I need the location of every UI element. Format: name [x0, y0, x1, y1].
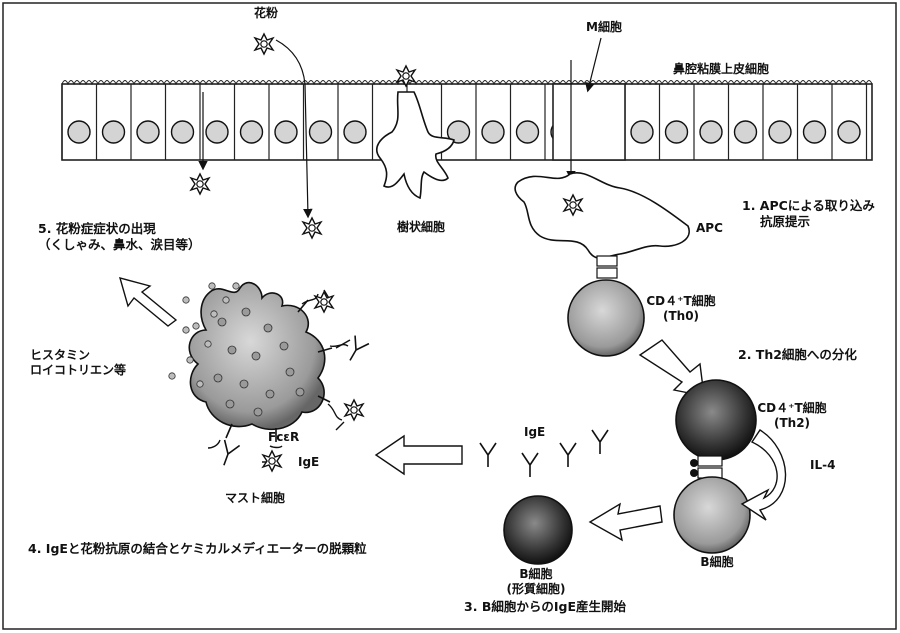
- b-cell: [674, 477, 750, 553]
- nucleus: [137, 121, 159, 143]
- mediators-label: ヒスタミン ロイコトリエン等: [30, 348, 126, 378]
- pollen-icon: [255, 34, 273, 54]
- nucleus: [700, 121, 722, 143]
- nucleus: [517, 121, 539, 143]
- ige-antibody-icon: [592, 430, 608, 454]
- arrow-b-to-plasma: [590, 504, 662, 540]
- step-1: 1. APCによる取り込み 抗原提示: [742, 198, 875, 229]
- apc-label: APC: [696, 221, 723, 236]
- arrow-to-symptoms: [120, 278, 176, 326]
- nucleus: [769, 121, 791, 143]
- ige-antibody-icon: [480, 443, 496, 467]
- nucleus: [631, 121, 653, 143]
- plasma-cell: [504, 496, 572, 564]
- th2-label-line2: (Th2): [757, 416, 826, 431]
- nucleus: [838, 121, 860, 143]
- nucleus: [103, 121, 125, 143]
- step-1-line2: 抗原提示: [742, 214, 875, 230]
- mast-cell-label: マスト細胞: [225, 491, 285, 506]
- arrow-ige-to-mast: [376, 436, 462, 474]
- fcer-label: FcεR: [268, 430, 299, 445]
- step-5: 5. 花粉症症状の出現 （くしゃみ、鼻水、涙目等）: [38, 221, 201, 252]
- m-cell-label: M細胞: [586, 20, 622, 35]
- th2-cell: [676, 380, 756, 460]
- b-cell-label: B細胞: [700, 555, 733, 570]
- step-3: 3. B細胞からのIgE産生開始: [464, 599, 626, 615]
- m-cell: [553, 84, 625, 160]
- nucleus: [275, 121, 297, 143]
- nucleus: [68, 121, 90, 143]
- step-2: 2. Th2細胞への分化: [738, 347, 857, 363]
- pollen-icon: [303, 218, 321, 238]
- nucleus: [482, 121, 504, 143]
- il4-label: IL-4: [810, 458, 835, 473]
- ige-label: IgE: [524, 425, 545, 440]
- pollen-icon: [345, 400, 363, 420]
- plasma-cell-label: B細胞 (形質細胞): [507, 567, 566, 597]
- nucleus: [172, 121, 194, 143]
- nucleus: [310, 121, 332, 143]
- th0-label-line2: (Th0): [646, 309, 715, 324]
- pollen-icon: [191, 174, 209, 194]
- nucleus: [804, 121, 826, 143]
- step-5-line2: （くしゃみ、鼻水、涙目等）: [38, 237, 201, 253]
- epithelium-label: 鼻腔粘膜上皮細胞: [673, 62, 769, 77]
- nucleus: [206, 121, 228, 143]
- dendritic-label: 樹状細胞: [397, 220, 445, 235]
- plasma-label-line1: B細胞: [507, 567, 566, 582]
- step-4: 4. IgEと花粉抗原の結合とケミカルメディエーターの脱顆粒: [28, 541, 367, 557]
- th2-label: CD４⁺T細胞 (Th2): [757, 401, 826, 431]
- th0-cell: [568, 280, 644, 356]
- pollen-icon: [263, 451, 281, 471]
- apc-cell: [515, 173, 689, 278]
- nucleus: [666, 121, 688, 143]
- step-1-line1: 1. APCによる取り込み: [742, 198, 875, 214]
- ige-antibody-icon: [560, 443, 576, 467]
- th0-label-line1: CD４⁺T細胞: [646, 294, 715, 309]
- nucleus: [735, 121, 757, 143]
- epithelial-nuclei: [68, 121, 860, 143]
- mediators-line2: ロイコトリエン等: [30, 363, 126, 378]
- nucleus: [344, 121, 366, 143]
- step-5-line1: 5. 花粉症症状の出現: [38, 221, 201, 237]
- ige-mast-label: IgE: [298, 455, 319, 470]
- th0-label: CD４⁺T細胞 (Th0): [646, 294, 715, 324]
- mediators-line1: ヒスタミン: [30, 348, 126, 363]
- th2-label-line1: CD４⁺T細胞: [757, 401, 826, 416]
- nucleus: [241, 121, 263, 143]
- ige-antibody-icon: [522, 453, 538, 477]
- plasma-label-line2: (形質細胞): [507, 582, 566, 597]
- pollen-label: 花粉: [254, 6, 278, 21]
- epithelium-layer: [62, 81, 872, 161]
